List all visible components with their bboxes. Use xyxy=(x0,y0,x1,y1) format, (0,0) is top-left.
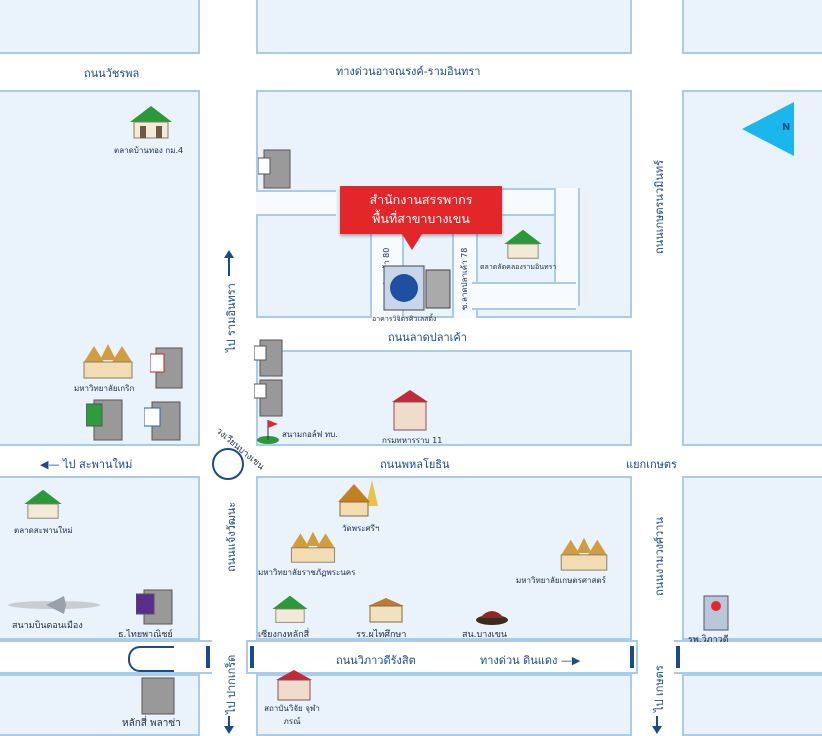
place-airport: สนามบินดอนเมือง xyxy=(12,621,83,631)
building-icon xyxy=(254,379,283,417)
place-wat-phra-si: วัดพระศรีฯ xyxy=(342,524,380,533)
arrow-down-kaset xyxy=(652,716,662,734)
place-scb: ธ.ไทยพาณิชย์ xyxy=(118,630,173,640)
compass-icon: N xyxy=(742,102,796,156)
place-golf: สนามกอล์ฟ ทบ. xyxy=(282,430,338,439)
market-icon xyxy=(24,489,62,519)
university-icon xyxy=(560,537,608,571)
market-icon xyxy=(272,595,308,623)
barracks-icon xyxy=(392,390,428,431)
arrow-up-ramintra xyxy=(224,250,234,276)
place-talad-ramintra: ตลาดลัดคลองรามอินทรา xyxy=(480,263,557,271)
place-kasetsart: มหาวิทยาลัยเกษตรศาสตร์ xyxy=(516,576,606,585)
u-turn xyxy=(128,646,174,672)
place-lak-si-market: เซียงกงหลักสี่ xyxy=(258,630,310,640)
inner-soi-left xyxy=(256,190,336,216)
block-right-3 xyxy=(682,674,822,736)
road-wacharaphon: ถนนวัชรพล xyxy=(84,67,140,80)
school-icon xyxy=(368,598,404,623)
block-top-left xyxy=(0,0,200,54)
kaset-intersection: แยกเกษตร xyxy=(626,458,677,471)
road-to-pak-kret: ไป ปากเกร็ด xyxy=(225,654,238,714)
hospital-icon xyxy=(703,595,729,631)
building-icon xyxy=(144,401,181,441)
place-rajabhat: มหาวิทยาลัยราชภัฏพระนคร xyxy=(258,568,356,577)
block-mid-2 xyxy=(256,350,632,446)
building-icon xyxy=(150,347,183,389)
expressway-bar-left xyxy=(0,640,212,674)
bank-building-icon xyxy=(136,589,173,625)
block-top-right xyxy=(682,0,822,54)
road-lat-pla-khao: ถนนลาดปลาเค้า xyxy=(388,331,467,344)
airplane-icon xyxy=(8,596,100,614)
institute-icon xyxy=(276,670,312,701)
place-police: สน.บางเขน xyxy=(462,630,508,640)
place-talad-tong: ตลาดบ้านทอง กม.4 xyxy=(114,146,184,155)
building-icon xyxy=(86,399,123,441)
expressway-din-daeng: ทางด่วน ดินแดง —▶ xyxy=(480,651,580,669)
expressway-din-daeng-text: ทางด่วน ดินแดง xyxy=(480,654,558,667)
block-top-mid xyxy=(256,0,632,54)
building-icon xyxy=(141,677,175,715)
callout-line2: พื้นที่สาขาบางเขน xyxy=(372,211,470,226)
soi-78-label: ซ.ลาดปลาเค้า 78 xyxy=(460,247,469,310)
market-icon xyxy=(504,229,542,259)
road-vibhavadi: ถนนวิภาวดีรังสิต xyxy=(336,654,416,667)
place-school: รร.ผไทศึกษา xyxy=(356,630,407,640)
revenue-office-callout: สำนักงานสรรพากร พื้นที่สาขาบางเขน xyxy=(340,186,502,250)
road-ngam-wong-wan: ถนนงามวงศ์วาน xyxy=(653,517,666,596)
university-icon xyxy=(83,344,133,379)
place-talad-saphan-mai: ตลาดสะพานใหม่ xyxy=(14,526,73,535)
police-cap-icon xyxy=(476,611,508,625)
place-office-building: อาคารวิจิตรคิวเลสติ้ง xyxy=(372,315,437,323)
road-expressway-top: ทางด่วนอาจณรงค์-รามอินทรา xyxy=(336,65,481,78)
inner-loop-bottom xyxy=(472,282,576,310)
place-kirk-university: มหาวิทยาลัยเกริก xyxy=(74,384,135,393)
temple-icon xyxy=(338,480,378,517)
road-to-ramintra: ไป รามอินทรา xyxy=(225,283,238,352)
road-to-kaset: ไป เกษตร xyxy=(653,665,666,712)
building-icon xyxy=(258,149,291,189)
place-vibhavadi-hospital: รพ.วิภาวดี xyxy=(688,635,729,645)
place-chulabhorn: สถาบันวิจัย จุฬาภรณ์ xyxy=(264,704,320,726)
market-icon xyxy=(130,106,172,139)
place-army-11: กรมทหารราบ 11 xyxy=(382,436,443,445)
roundabout xyxy=(212,448,244,480)
road-kaset-nawamin: ถนนเกษตรนวมินทร์ xyxy=(653,159,666,254)
building-icon xyxy=(254,339,283,377)
arrow-left-icon: ◀— xyxy=(40,458,60,471)
road-kaset-lane: ถนนแจ้งวัฒนะ xyxy=(225,501,238,572)
arrow-down-pak-kret xyxy=(224,716,234,734)
road-phahonyothin: ถนนพหลโยธิน xyxy=(380,458,450,471)
golf-flag-icon xyxy=(257,420,279,444)
callout-line1: สำนักงานสรรพากร xyxy=(369,192,473,207)
to-saphan-mai-text: ไป สะพานใหม่ xyxy=(62,458,133,471)
place-lak-si-plaza: หลักสี่ พลาซ่า xyxy=(122,718,181,729)
to-saphan-mai: ◀— ไป สะพานใหม่ xyxy=(40,455,132,473)
arrow-right-icon: —▶ xyxy=(560,654,581,667)
university-icon xyxy=(290,531,336,563)
expressway-bar-mid xyxy=(246,640,638,674)
compass-label: N xyxy=(782,122,791,133)
expressway-bar-right xyxy=(674,640,822,674)
revenue-office-building-icon xyxy=(383,265,451,311)
